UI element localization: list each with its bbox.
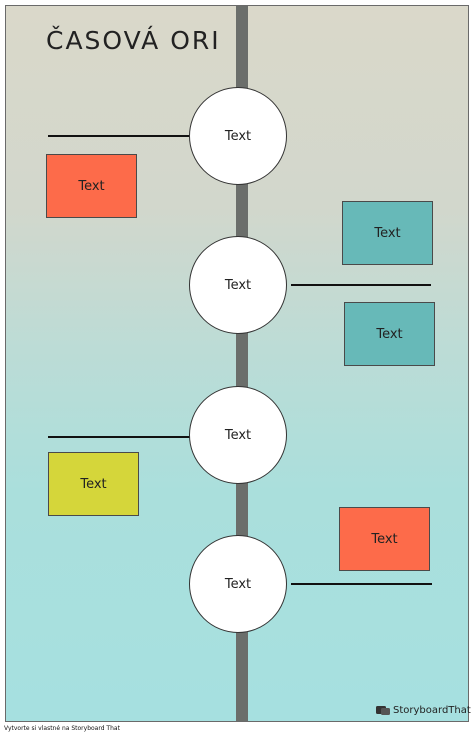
footer-caption: Vytvorte si vlastné na Storyboard That bbox=[4, 725, 120, 732]
timeline-poster: ČASOVÁ ORI Text Text Text Text Text Text… bbox=[5, 5, 469, 722]
event-box-1[interactable]: Text bbox=[46, 154, 137, 218]
timeline-node-1[interactable]: Text bbox=[189, 87, 287, 185]
storyboardthat-logo: StoryboardThat bbox=[376, 705, 471, 716]
connector-line-3 bbox=[48, 436, 193, 438]
poster-title: ČASOVÁ ORI bbox=[46, 26, 221, 55]
event-box-2[interactable]: Text bbox=[342, 201, 433, 265]
brand-name: StoryboardThat bbox=[393, 705, 471, 716]
event-box-5[interactable]: Text bbox=[339, 507, 430, 571]
connector-line-2 bbox=[291, 284, 431, 286]
timeline-node-3[interactable]: Text bbox=[189, 386, 287, 484]
connector-line-1 bbox=[48, 135, 193, 137]
storyboard-icon bbox=[376, 706, 390, 715]
timeline-node-4[interactable]: Text bbox=[189, 535, 287, 633]
connector-line-4 bbox=[291, 583, 432, 585]
timeline-node-2[interactable]: Text bbox=[189, 236, 287, 334]
event-box-4[interactable]: Text bbox=[48, 452, 139, 516]
event-box-3[interactable]: Text bbox=[344, 302, 435, 366]
